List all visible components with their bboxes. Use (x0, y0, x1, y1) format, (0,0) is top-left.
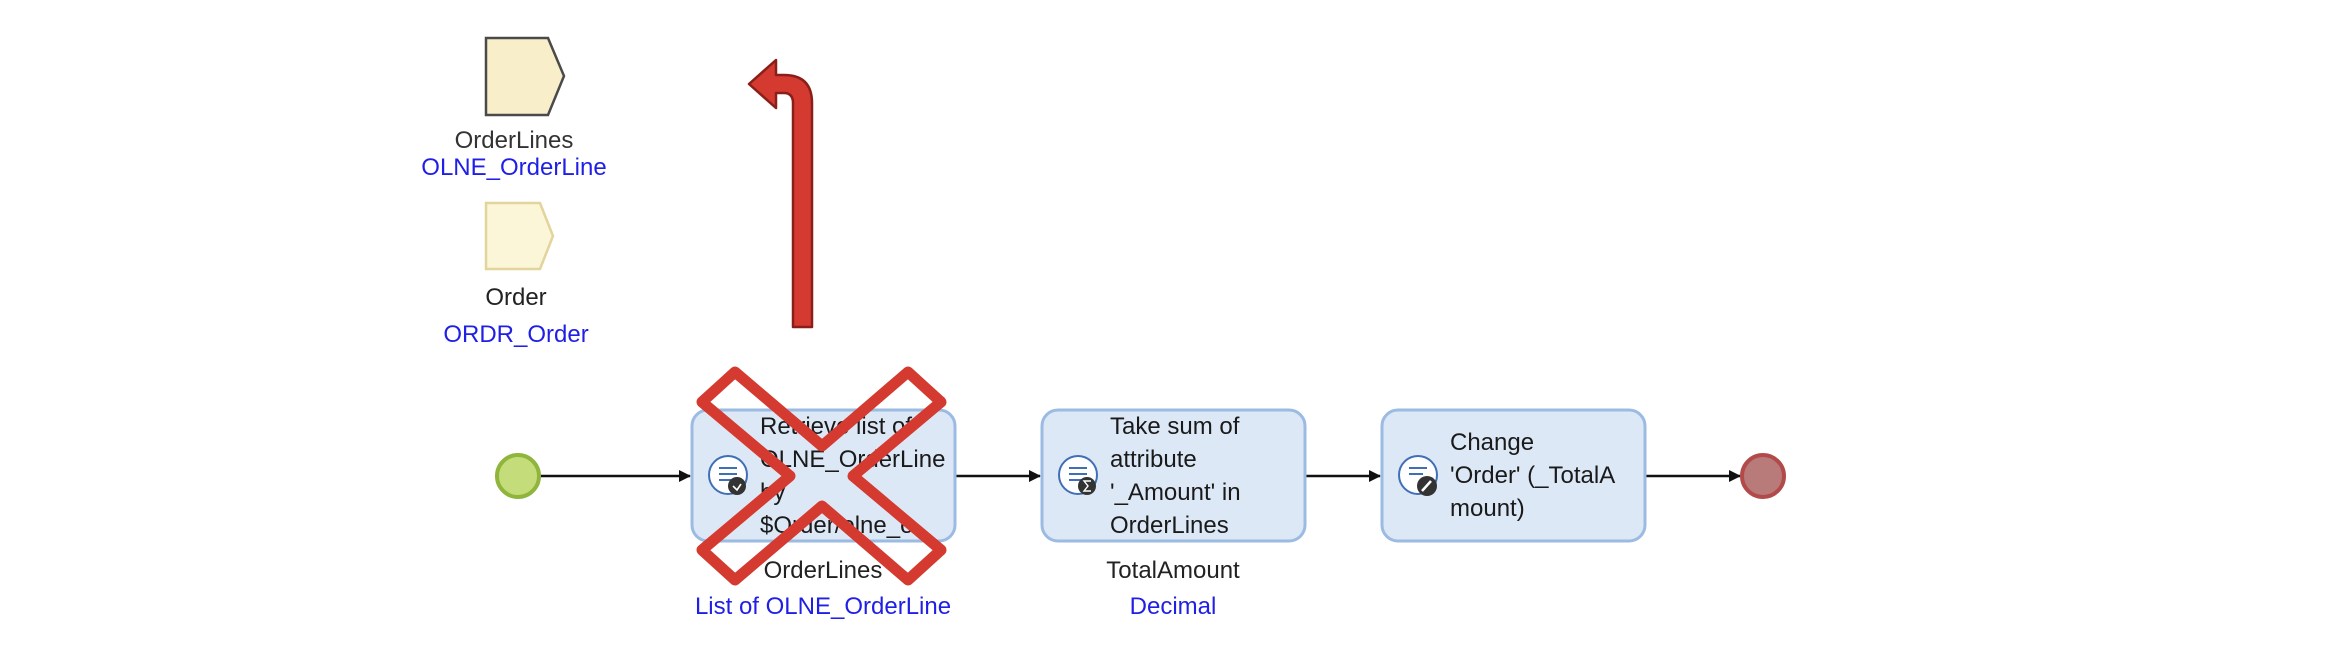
activity-retrieve-output-type: List of OLNE_OrderLine (694, 593, 952, 620)
start-event[interactable] (495, 453, 541, 499)
parameter-orderlines-type: OLNE_OrderLine (421, 154, 607, 181)
parameter-orderlines-shape[interactable] (484, 36, 566, 117)
activity-retrieve-caption: Retrieve list of OLNE_OrderLine by $Orde… (760, 413, 946, 539)
activity-change-box[interactable] (1380, 408, 1647, 543)
retrieve-icon (708, 455, 748, 495)
parameter-orderlines-name: OrderLines (454, 127, 574, 154)
activity-aggregate-output-type: Decimal (1129, 593, 1217, 620)
activity-retrieve-output-name: OrderLines (763, 557, 883, 584)
parameter-order-shape[interactable] (484, 201, 555, 271)
aggregate-sum-icon (1058, 455, 1098, 495)
activity-aggregate-caption: Take sum of attribute '_Amount' in Order… (1110, 413, 1241, 539)
parameter-order-name: Order (485, 284, 547, 311)
activity-aggregate-box[interactable] (1040, 408, 1307, 543)
red-turn-arrow-icon (747, 58, 814, 329)
change-object-icon (1398, 455, 1438, 496)
parameter-order-type: ORDR_Order (443, 321, 589, 348)
activity-change-caption: Change 'Order' (_TotalA mount) (1450, 429, 1616, 522)
activity-aggregate-output-name: TotalAmount (1106, 557, 1240, 584)
end-event[interactable] (1740, 453, 1786, 499)
